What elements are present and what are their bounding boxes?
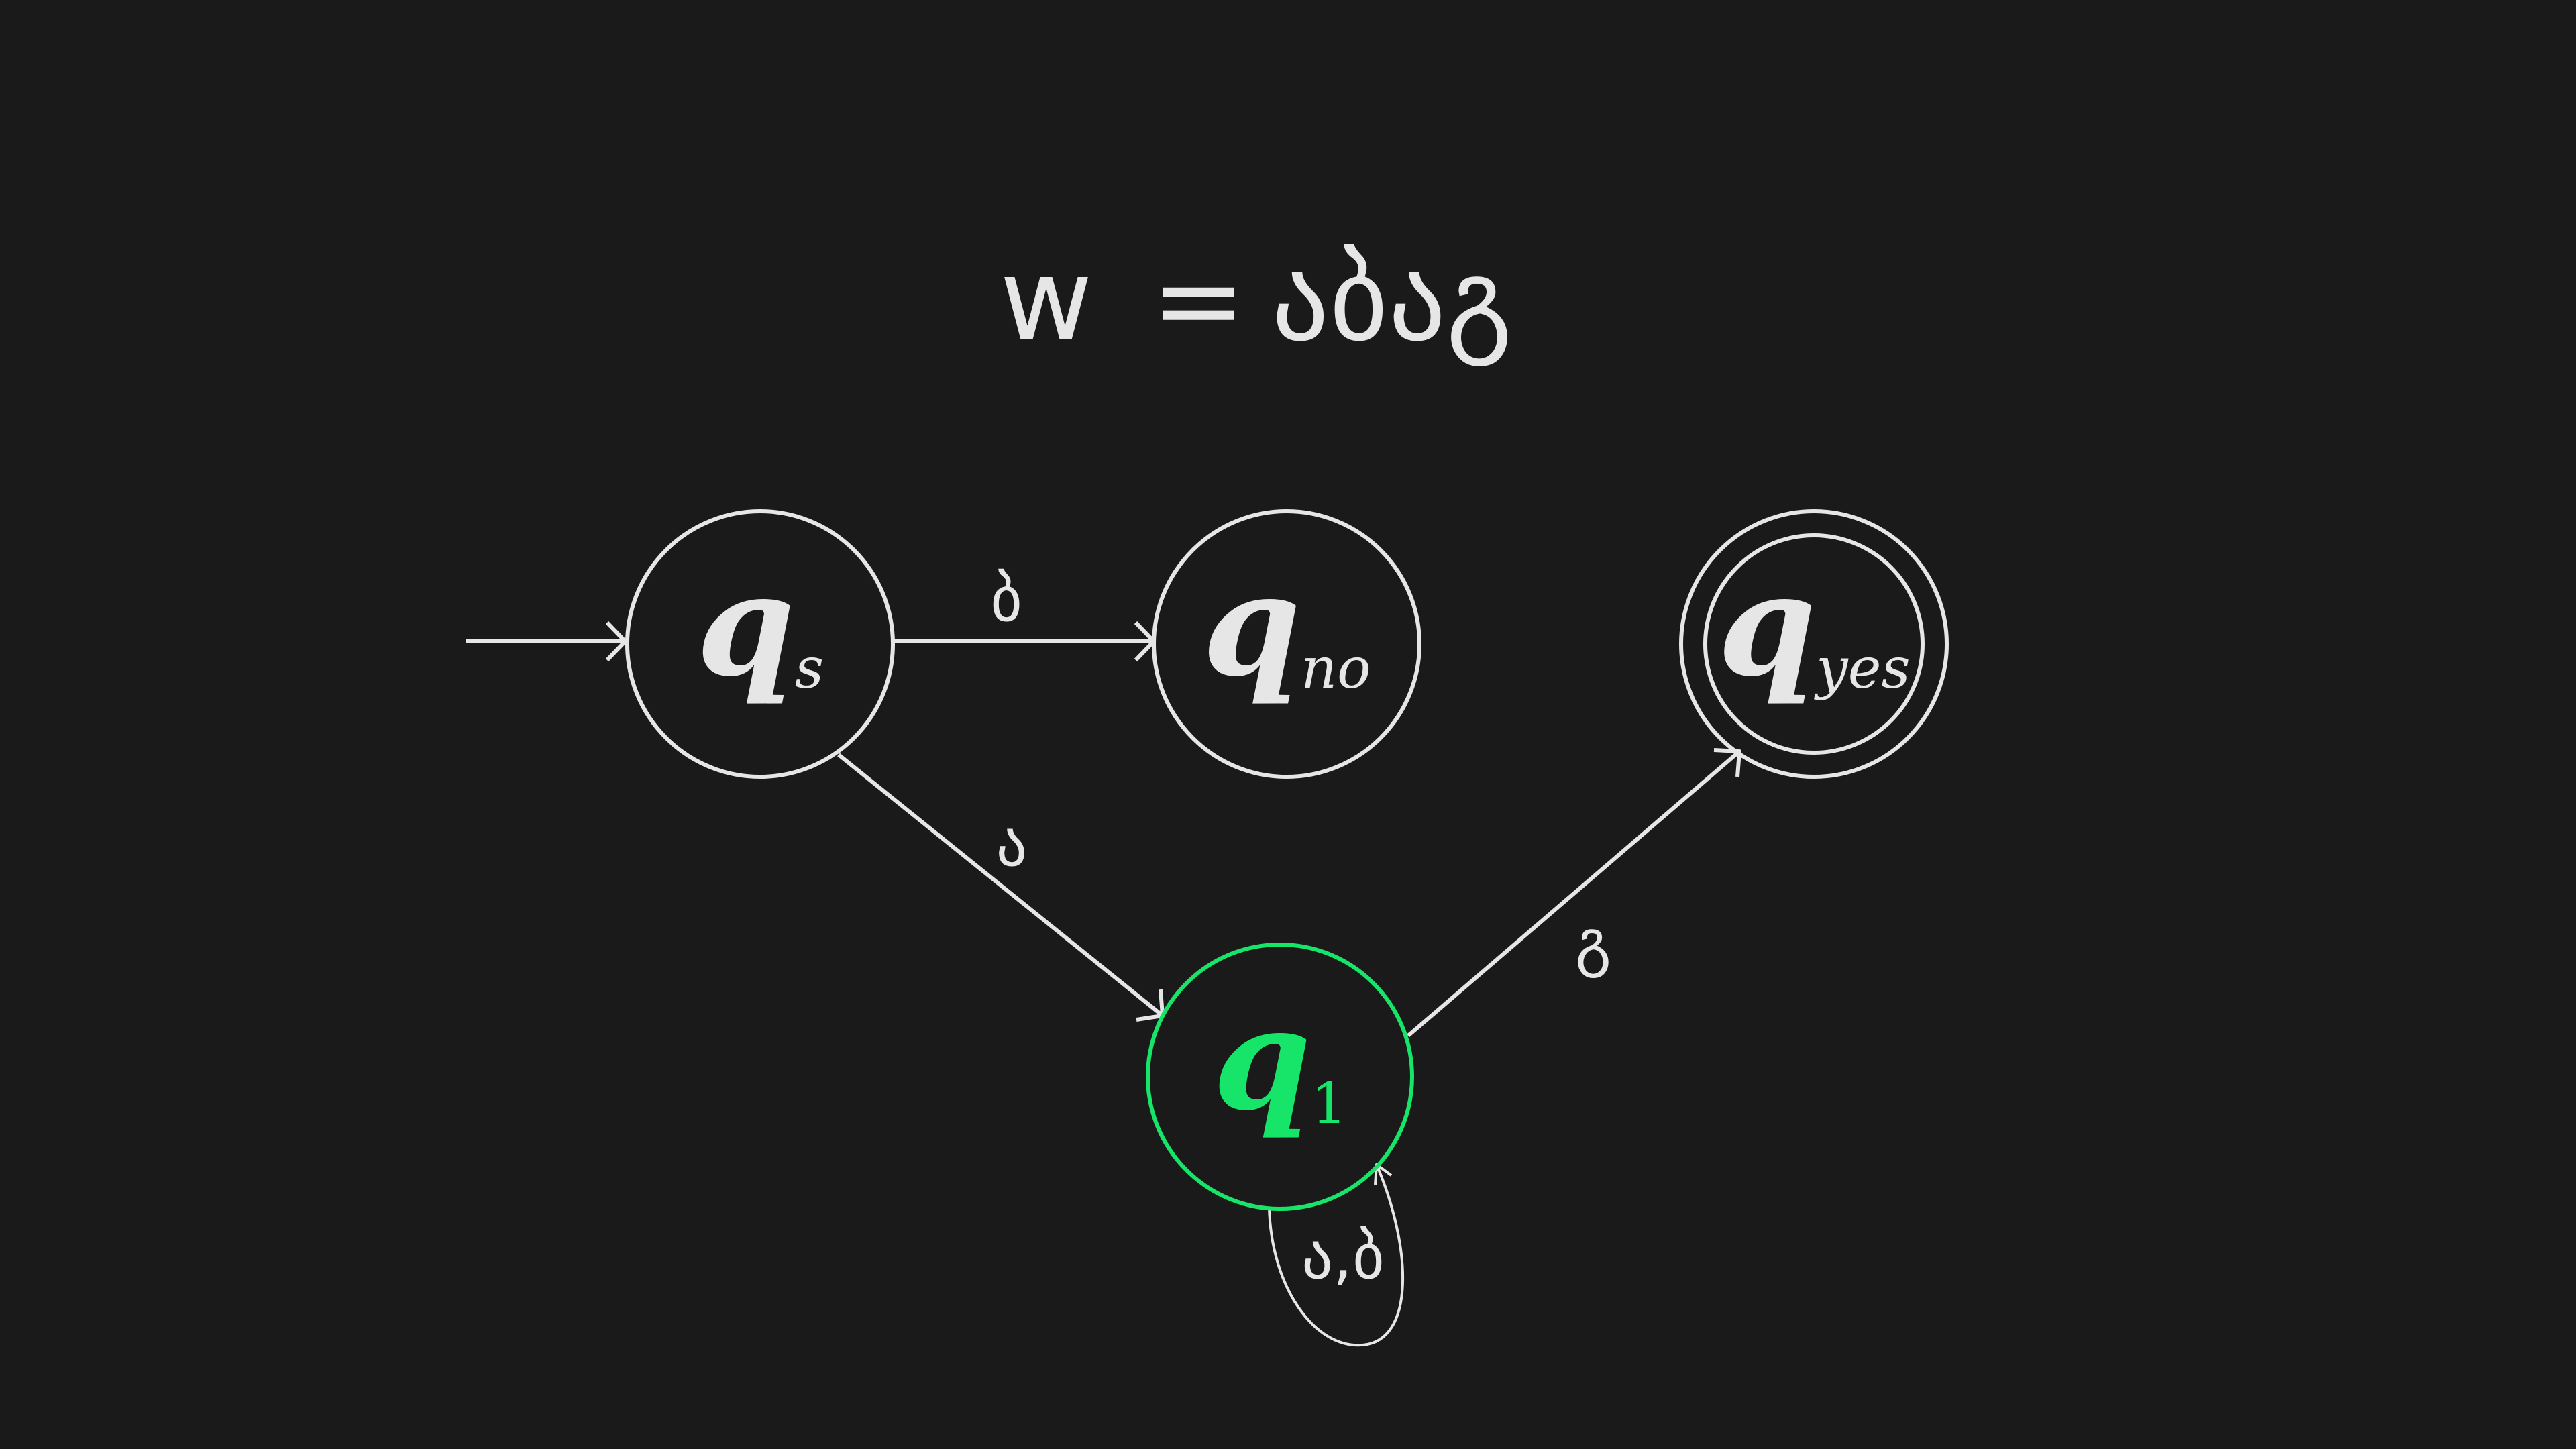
transition-q1-qyes: გ: [1407, 748, 1741, 1038]
state-q1-subscript: 1: [1311, 1071, 1347, 1136]
state-qno-circle: [1152, 509, 1421, 779]
transition-q1-self-loop: ა,ბ: [1268, 1163, 1405, 1347]
state-qs: qs: [625, 509, 895, 779]
state-qno-symbol: q: [1202, 542, 1301, 708]
state-q1: q1: [1146, 943, 1414, 1211]
state-q1-circle: [1146, 943, 1414, 1211]
state-qs-symbol: q: [696, 542, 795, 708]
transition-label-q1-qyes: გ: [1575, 906, 1611, 978]
transition-label-qs-q1: ა: [996, 808, 1028, 880]
svg-text:q1: q1: [1213, 976, 1347, 1142]
state-qno: qno: [1152, 509, 1421, 779]
title-word: აბაგ: [1271, 234, 1512, 367]
svg-text:qyes: qyes: [1717, 542, 1910, 708]
transition-label-q1-self: ა,ბ: [1301, 1221, 1385, 1293]
transition-qs-qno: ბ: [894, 564, 1156, 662]
state-qyes-inner-circle: [1703, 533, 1925, 755]
state-qs-circle: [625, 509, 895, 779]
state-qyes-outer-circle: [1679, 509, 1949, 779]
title-equals: =: [1150, 234, 1246, 367]
title-variable: w: [1000, 234, 1093, 367]
state-q1-symbol: q: [1213, 976, 1311, 1142]
state-qno-subscript: no: [1301, 635, 1371, 701]
state-qyes-symbol: q: [1717, 542, 1816, 708]
state-qs-subscript: s: [795, 635, 824, 701]
start-arrow: [466, 621, 627, 662]
transition-qs-q1: ა: [837, 753, 1165, 1022]
input-word-title: w = აბაგ: [1000, 234, 1512, 367]
state-qyes-subscript: yes: [1813, 635, 1910, 701]
transition-label-qs-qno: ბ: [990, 564, 1022, 635]
svg-text:qs: qs: [696, 542, 824, 708]
svg-text:qno: qno: [1202, 542, 1371, 708]
state-qyes: qyes: [1679, 509, 1949, 779]
